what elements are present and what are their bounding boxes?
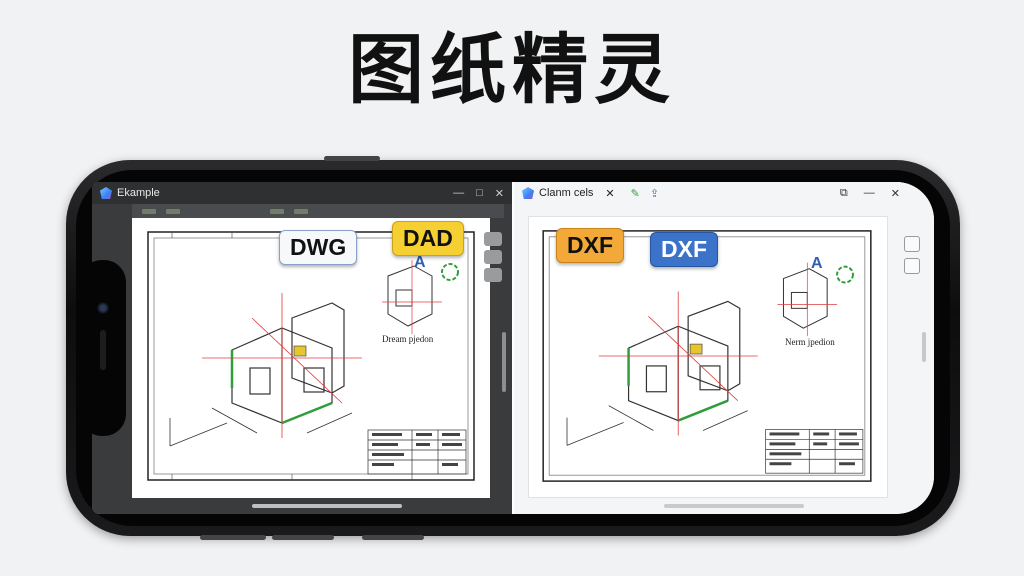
share-icon[interactable]: ⇪	[649, 187, 660, 200]
left-window-title: Ekample	[117, 187, 160, 199]
right-cad-drawing	[542, 230, 872, 482]
right-cad-window: Clanm cels ✕ ✎ ⇪ ⧉ — ✕	[514, 182, 934, 514]
app-logo-icon	[522, 187, 534, 199]
vertical-scrollbar[interactable]	[922, 332, 926, 362]
pan-icon[interactable]	[484, 250, 502, 264]
horizontal-scrollbar[interactable]	[252, 504, 402, 508]
maximize-button[interactable]: □	[476, 186, 483, 199]
left-titlebar: Ekample — □ ✕	[92, 182, 512, 204]
dxf-format-badge-orange: DXF	[556, 228, 624, 264]
app-logo-icon	[100, 187, 112, 199]
left-cad-drawing	[147, 231, 475, 481]
tool-button[interactable]	[142, 208, 156, 214]
close-button[interactable]: ✕	[890, 187, 900, 200]
minimize-button[interactable]: —	[453, 186, 465, 199]
dad-format-badge: DAD	[392, 221, 464, 257]
right-side-toolbar	[904, 236, 920, 274]
tool-button[interactable]	[294, 208, 308, 214]
side-button	[200, 535, 266, 540]
close-button[interactable]: ✕	[494, 187, 504, 200]
side-button	[272, 535, 334, 540]
pencil-icon[interactable]: ✎	[630, 187, 640, 200]
front-camera-icon	[97, 302, 109, 314]
restore-button[interactable]: ⧉	[839, 186, 848, 199]
dxf-format-badge-blue: DXF	[650, 232, 718, 268]
settings-icon[interactable]	[904, 236, 920, 252]
minimize-button[interactable]: —	[863, 186, 875, 199]
layer-icon[interactable]	[484, 268, 502, 282]
volume-button	[324, 156, 380, 161]
view-letter: A	[414, 254, 426, 271]
dwg-format-badge: DWG	[279, 230, 358, 266]
projection-label: Dream pjedon	[382, 334, 434, 344]
headline-title: 图纸精灵	[348, 25, 676, 114]
phone-screen: Ekample — □ ✕	[92, 182, 934, 514]
left-toolbar	[132, 204, 504, 218]
horizontal-scrollbar[interactable]	[664, 504, 804, 508]
right-window-title: Clanm cels	[539, 187, 594, 199]
speaker-grille	[100, 330, 106, 370]
file-icon[interactable]	[904, 258, 920, 274]
view-letter: A	[811, 255, 823, 272]
tool-button[interactable]	[166, 208, 180, 214]
zoom-icon[interactable]	[484, 232, 502, 246]
left-side-toolbar	[484, 232, 506, 282]
side-button	[362, 535, 424, 540]
right-titlebar: Clanm cels ✕ ✎ ⇪ ⧉ — ✕	[514, 182, 934, 204]
tab-close-button[interactable]: ✕	[605, 187, 615, 200]
tool-button[interactable]	[270, 208, 284, 214]
vertical-scrollbar[interactable]	[502, 332, 506, 392]
camera-notch	[80, 260, 126, 436]
projection-label: Nerm jpedion	[785, 337, 835, 347]
